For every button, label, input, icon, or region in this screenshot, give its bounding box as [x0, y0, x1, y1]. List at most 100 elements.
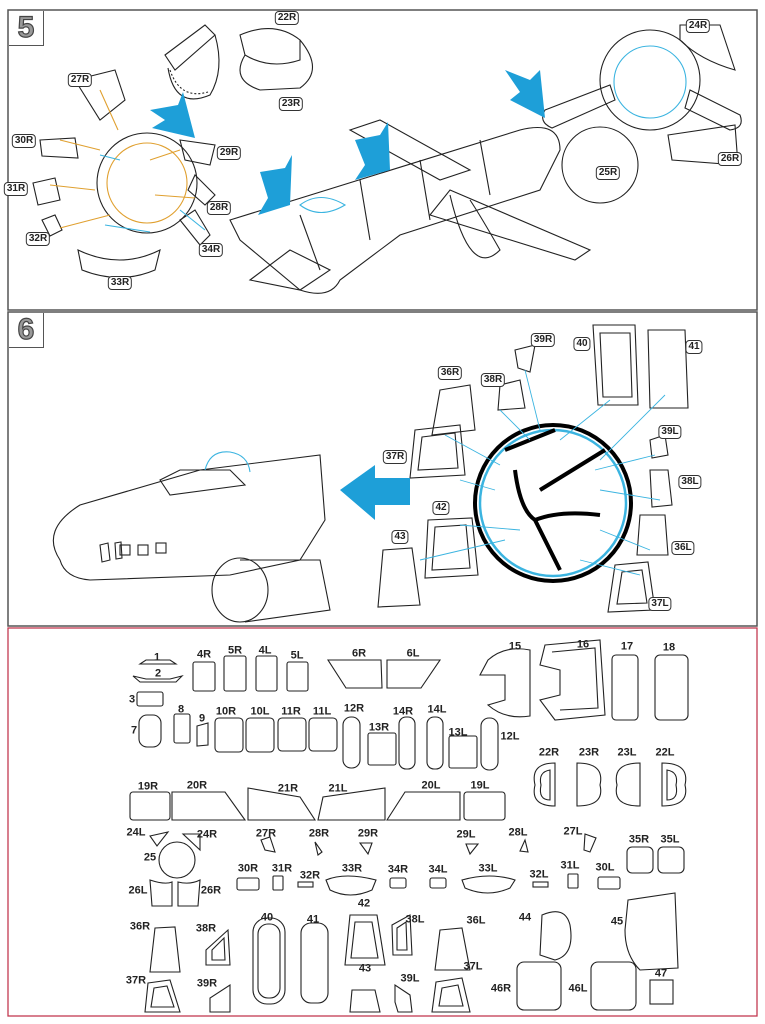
part-label: 32R: [299, 869, 321, 882]
part-label: 34R: [198, 243, 224, 257]
part-label: 16: [576, 638, 590, 651]
part-label: 5R: [227, 644, 243, 657]
part-label: 40: [573, 337, 591, 351]
part-label: 27L: [563, 825, 583, 838]
part-label: 39R: [196, 977, 218, 990]
part-label: 19L: [470, 779, 490, 792]
chin-turret-part: [32, 69, 216, 278]
part-label: 6L: [406, 647, 420, 660]
part-label: 4R: [196, 648, 212, 661]
part-label: 40: [260, 911, 274, 924]
part-label: 39L: [400, 972, 420, 985]
part-label: 23R: [578, 746, 600, 759]
part-label: 31R: [271, 862, 293, 875]
part-label: 45: [610, 915, 624, 928]
mask-shapes: [129, 639, 689, 1013]
part-label: 23L: [617, 746, 637, 759]
part-label: 32R: [25, 232, 51, 246]
part-label: 38R: [195, 922, 217, 935]
part-label: 28R: [206, 201, 232, 215]
part-label: 13L: [448, 726, 468, 739]
part-label: 35L: [660, 833, 680, 846]
part-label: 4L: [258, 644, 272, 657]
part-label: 29R: [216, 146, 242, 160]
part-label: 30L: [595, 861, 615, 874]
part-label: 38L: [678, 475, 702, 489]
part-label: 29L: [456, 828, 476, 841]
part-label: 36R: [437, 366, 463, 380]
part-label: 33R: [341, 862, 363, 875]
blue-arrows: [150, 70, 545, 520]
part-label: 37R: [382, 450, 408, 464]
part-label: 24R: [196, 828, 218, 841]
arrow-icon: [355, 122, 390, 180]
part-label: 29R: [357, 827, 379, 840]
part-label: 12L: [500, 730, 520, 743]
part-label: 11R: [281, 705, 301, 718]
part-label: 10R: [215, 705, 237, 718]
part-label: 31L: [560, 859, 580, 872]
part-label: 10L: [250, 705, 270, 718]
part-label: 38R: [480, 373, 506, 387]
arrow-icon: [340, 465, 410, 520]
part-label: 2: [154, 667, 162, 680]
part-label: 18: [662, 641, 676, 654]
upper-turret-part: [542, 24, 742, 204]
part-label: 36L: [466, 914, 486, 927]
part-label: 44: [518, 911, 532, 924]
part-label: 41: [306, 913, 320, 926]
arrow-icon: [150, 92, 195, 138]
part-label: 39R: [530, 333, 556, 347]
part-label: 6R: [351, 647, 367, 660]
part-label: 26L: [128, 884, 148, 897]
part-label: 27R: [255, 827, 277, 840]
part-label: 35R: [628, 833, 650, 846]
part-label: 46R: [490, 982, 512, 995]
part-label: 30R: [237, 862, 259, 875]
part-label: 23R: [278, 97, 304, 111]
part-label: 33L: [478, 862, 498, 875]
part-label: 28R: [308, 827, 330, 840]
part-label: 20L: [421, 779, 441, 792]
part-label: 25: [143, 851, 157, 864]
part-label: 31R: [3, 182, 29, 196]
part-label: 32L: [529, 868, 549, 881]
part-label: 7: [130, 724, 138, 737]
part-label: 9: [198, 712, 206, 725]
part-label: 42: [357, 897, 371, 910]
part-label: 19R: [137, 780, 159, 793]
part-label: 22R: [274, 11, 300, 25]
mask-parts-sheet: [7, 627, 758, 1017]
arrow-icon: [505, 70, 545, 118]
part-label: 34L: [428, 863, 448, 876]
part-label: 21L: [328, 782, 348, 795]
part-label: 13R: [368, 721, 390, 734]
part-label: 28L: [508, 826, 528, 839]
part-label: 27R: [67, 73, 93, 87]
part-label: 25R: [595, 166, 621, 180]
part-label: 8: [177, 703, 185, 716]
part-label: 24L: [126, 826, 146, 839]
step6-panel: [7, 311, 758, 627]
part-label: 30R: [11, 134, 37, 148]
part-label: 34R: [387, 863, 409, 876]
step-6-number: 6: [9, 312, 44, 348]
part-label: 26R: [717, 152, 743, 166]
part-label: 42: [432, 501, 450, 515]
part-label: 22R: [538, 746, 560, 759]
step-5-number: 5: [9, 10, 44, 46]
part-label: 15: [508, 640, 522, 653]
part-label: 46L: [568, 982, 588, 995]
part-label: 38L: [405, 913, 425, 926]
part-label: 26R: [200, 884, 222, 897]
part-label: 36L: [671, 541, 695, 555]
part-label: 22L: [655, 746, 675, 759]
part-label: 1: [153, 651, 161, 664]
part-label: 43: [358, 962, 372, 975]
part-label: 3: [128, 693, 136, 706]
step5-panel: [7, 9, 758, 311]
part-label: 39L: [658, 425, 682, 439]
part-label: 5L: [290, 649, 304, 662]
part-label: 37L: [463, 960, 483, 973]
part-label: 11L: [312, 705, 332, 718]
